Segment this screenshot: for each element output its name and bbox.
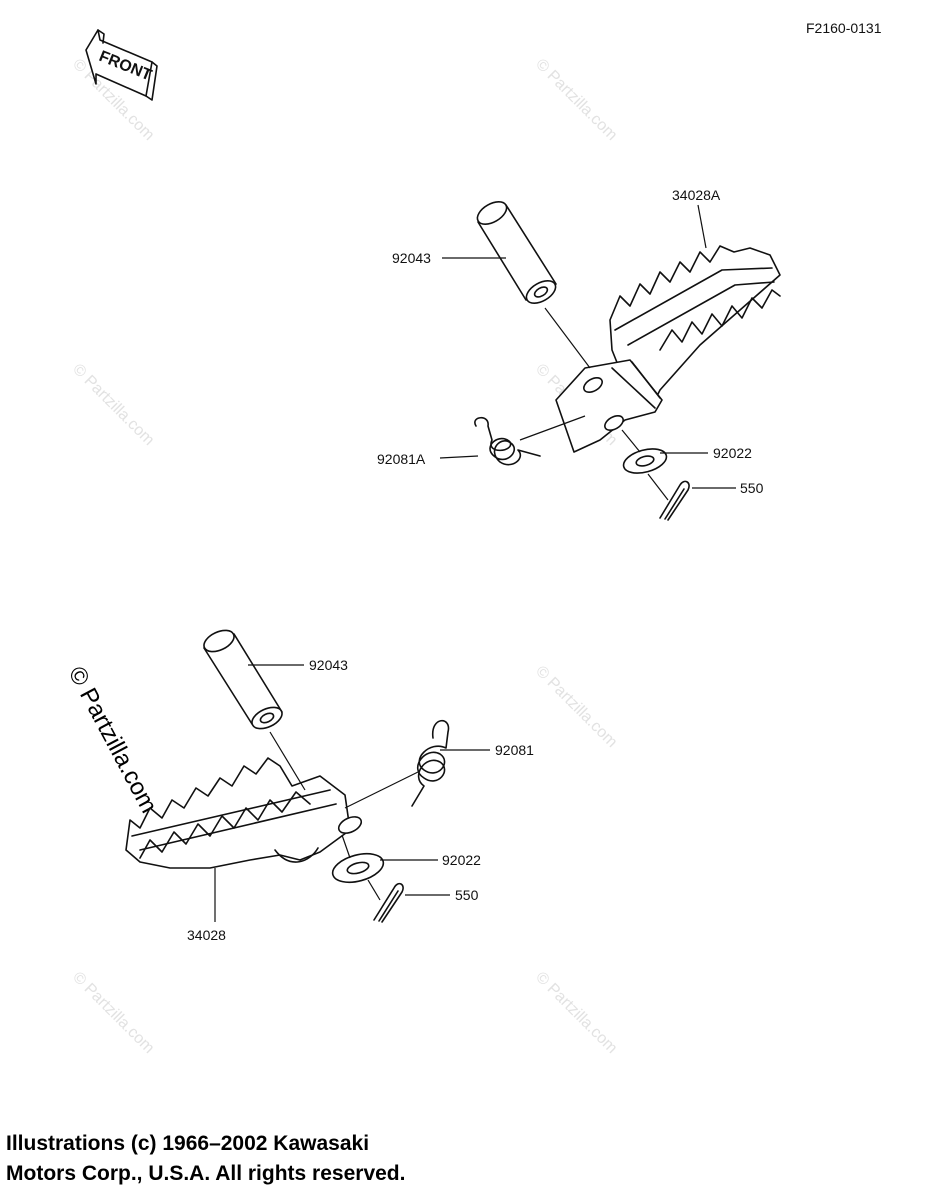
callout-92081: 92081 [495,742,534,758]
watermarks: © Partzilla.com © Partzilla.com © Partzi… [63,56,621,1057]
watermark-large: © Partzilla.com [63,662,163,817]
watermark: © Partzilla.com [69,361,157,449]
callout-92022: 92022 [713,445,752,461]
copyright-line-2: Motors Corp., U.S.A. All rights reserved… [6,1162,406,1185]
lower-leader-lines [214,664,490,922]
figure-code: F2160-0131 [806,20,882,36]
lower-pin-92043 [203,629,283,730]
watermark: © Partzilla.com [532,56,620,144]
lower-footpeg-34028 [125,757,363,869]
callout-92043: 92043 [309,657,348,673]
upper-cotter-pin-550 [659,480,690,521]
upper-spring-92081A [474,416,541,466]
watermark: © Partzilla.com [532,663,620,751]
callout-92022: 92022 [442,852,481,868]
callout-34028A: 34028A [672,187,721,203]
lower-cotter-pin-550 [373,882,404,923]
lower-assembly: 92043 92081 92022 550 34028 [125,629,534,943]
upper-washer-92022 [622,448,668,474]
callout-550: 550 [455,887,479,903]
callout-92081A: 92081A [377,451,426,467]
lower-washer-92022 [331,852,385,884]
upper-pin-92043 [476,201,557,304]
lower-spring-92081 [411,719,450,807]
watermark: © Partzilla.com [532,969,620,1057]
copyright-line-1: Illustrations (c) 1966–2002 Kawasaki [6,1132,370,1155]
upper-assembly: 34028A 92043 92081A 92022 550 [377,187,781,521]
callout-34028: 34028 [187,927,226,943]
watermark: © Partzilla.com [69,969,157,1057]
callout-92043: 92043 [392,250,431,266]
callout-550: 550 [740,480,764,496]
upper-leader-lines [439,204,736,501]
upper-footpeg-34028A [555,245,781,453]
